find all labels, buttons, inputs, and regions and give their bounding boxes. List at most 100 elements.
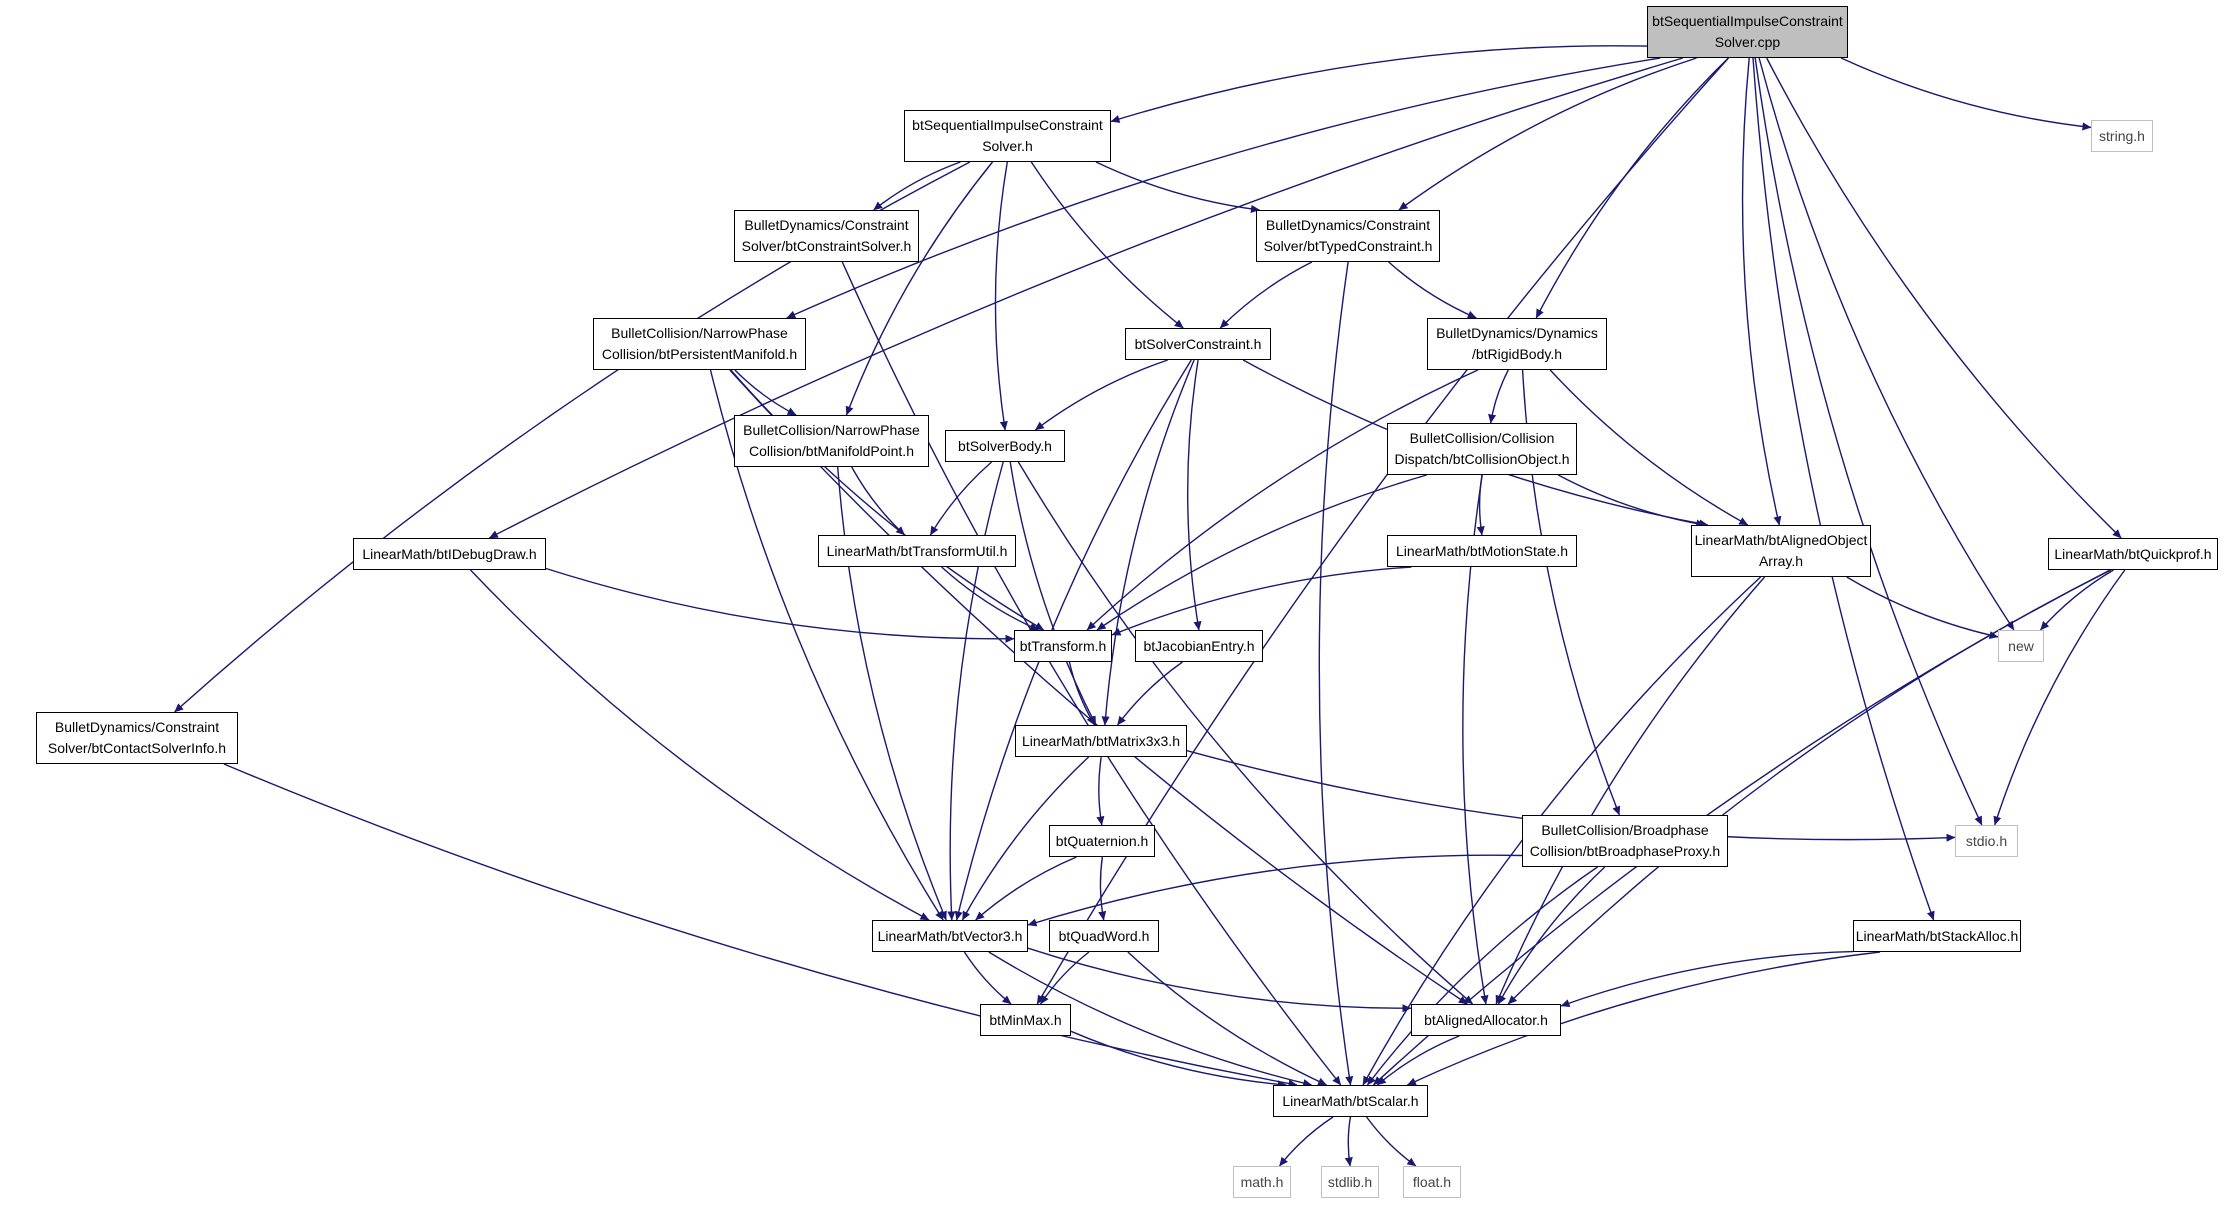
edge-si-h-to-solver-constraint-h xyxy=(1030,161,1184,329)
node-label: LinearMath/btIDebugDraw.h xyxy=(362,545,537,562)
edge-constraint-solver-h-to-scalar-h xyxy=(841,261,1342,1086)
edge-aligned-allocator-h-to-scalar-h xyxy=(1376,1035,1460,1086)
node-label: btMinMax.h xyxy=(989,1011,1062,1028)
node-collision-object-h[interactable]: BulletCollision/Collision Dispatch/btCol… xyxy=(1387,423,1577,475)
node-label: BulletCollision/Collision Dispatch/btCol… xyxy=(1394,430,1570,467)
edge-motion-state-h-to-transform-h xyxy=(1111,566,1412,636)
edge-solver-constraint-h-to-jacobian-h xyxy=(1187,359,1202,631)
node-broadphase-proxy-h[interactable]: BulletCollision/Broadphase Collision/btB… xyxy=(1522,815,1728,867)
node-stack-alloc-h[interactable]: LinearMath/btStackAlloc.h xyxy=(1853,920,2021,952)
node-label: BulletDynamics/Constraint Solver/btTyped… xyxy=(1263,217,1433,254)
edge-si-h-to-typed-constraint-h xyxy=(1095,161,1260,213)
edge-si-h-to-constraint-solver-h xyxy=(873,161,961,211)
node-label: math.h xyxy=(1240,1173,1284,1190)
edge-main-cpp-to-string-h xyxy=(1840,57,2092,131)
edge-broadphase-proxy-h-to-vector3-h xyxy=(1027,854,1523,927)
node-string-h: string.h xyxy=(2091,120,2153,152)
node-idebug-draw-h[interactable]: LinearMath/btIDebugDraw.h xyxy=(353,538,546,570)
node-label: btSequentialImpulseConstraint Solver.h xyxy=(912,117,1103,154)
node-label: LinearMath/btScalar.h xyxy=(1282,1092,1419,1109)
edge-aligned-array-h-to-aligned-allocator-h xyxy=(1495,576,1766,1005)
edge-persistent-manifold-h-to-vector3-h xyxy=(709,369,944,921)
edge-persistent-manifold-h-to-manifold-point-h xyxy=(734,369,797,416)
node-label: btSolverBody.h xyxy=(958,437,1052,454)
edge-collision-object-h-to-aligned-array-h xyxy=(1557,474,1706,528)
node-minmax-h[interactable]: btMinMax.h xyxy=(980,1004,1071,1036)
edge-main-cpp-to-stdio-h xyxy=(1754,57,1983,826)
edge-rigid-body-h-to-collision-object-h xyxy=(1488,369,1509,424)
edge-matrix3x3-h-to-quaternion-h xyxy=(1096,756,1105,826)
node-label: BulletCollision/NarrowPhase Collision/bt… xyxy=(601,325,798,362)
edge-broadphase-proxy-h-to-aligned-allocator-h xyxy=(1497,866,1606,1005)
edge-typed-constraint-h-to-solver-constraint-h xyxy=(1219,261,1313,329)
edge-persistent-manifold-h-to-transform-h xyxy=(730,369,1045,631)
node-label: BulletDynamics/Constraint Solver/btConst… xyxy=(741,217,912,254)
edge-typed-constraint-h-to-scalar-h xyxy=(1318,261,1354,1086)
node-persistent-manifold-h[interactable]: BulletCollision/NarrowPhase Collision/bt… xyxy=(593,318,806,370)
node-label: BulletDynamics/Dynamics /btRigidBody.h xyxy=(1436,325,1598,362)
node-si-h[interactable]: btSequentialImpulseConstraint Solver.h xyxy=(904,110,1111,162)
edge-solver-body-h-to-matrix3x3-h xyxy=(1009,461,1097,726)
node-quadword-h[interactable]: btQuadWord.h xyxy=(1049,920,1159,952)
node-stdio-h: stdio.h xyxy=(1955,825,2018,857)
node-stdlib-h: stdlib.h xyxy=(1321,1166,1379,1198)
edge-solver-constraint-h-to-solver-body-h xyxy=(1034,359,1168,431)
node-typed-constraint-h[interactable]: BulletDynamics/Constraint Solver/btTyped… xyxy=(1256,210,1440,262)
node-contact-info-h[interactable]: BulletDynamics/Constraint Solver/btConta… xyxy=(36,712,238,764)
node-label: btTransform.h xyxy=(1019,637,1107,654)
edge-quadword-h-to-scalar-h xyxy=(1127,951,1328,1086)
edge-quickprof-h-to-new-h xyxy=(2039,569,2114,631)
edge-manifold-point-h-to-vector3-h xyxy=(837,466,947,921)
edge-idebug-draw-h-to-vector3-h xyxy=(469,569,930,921)
node-motion-state-h[interactable]: LinearMath/btMotionState.h xyxy=(1387,535,1577,567)
node-label: LinearMath/btQuickprof.h xyxy=(2054,545,2212,562)
edge-scalar-h-to-float-h xyxy=(1366,1116,1417,1167)
node-label: BulletDynamics/Constraint Solver/btConta… xyxy=(47,719,227,756)
node-new-h: new xyxy=(1998,630,2044,662)
edge-main-cpp-to-si-h xyxy=(1110,45,1648,123)
node-main-cpp[interactable]: btSequentialImpulseConstraint Solver.cpp xyxy=(1647,6,1848,58)
edge-transform-h-to-matrix3x3-h xyxy=(1068,661,1096,726)
edge-persistent-manifold-h-to-aligned-allocator-h xyxy=(729,369,1468,1005)
node-label: btJacobianEntry.h xyxy=(1143,637,1255,654)
node-transform-util-h[interactable]: LinearMath/btTransformUtil.h xyxy=(818,535,1016,567)
node-label: LinearMath/btAlignedObject Array.h xyxy=(1694,532,1868,569)
node-manifold-point-h[interactable]: BulletCollision/NarrowPhase Collision/bt… xyxy=(734,415,929,467)
node-label: new xyxy=(2008,637,2034,654)
node-constraint-solver-h[interactable]: BulletDynamics/Constraint Solver/btConst… xyxy=(734,210,919,262)
edge-rigid-body-h-to-aligned-array-h xyxy=(1549,369,1749,526)
edge-main-cpp-to-persistent-manifold-h xyxy=(786,57,1661,319)
node-scalar-h[interactable]: LinearMath/btScalar.h xyxy=(1273,1085,1428,1117)
node-label: BulletCollision/NarrowPhase Collision/bt… xyxy=(743,422,920,459)
node-label: stdlib.h xyxy=(1327,1173,1373,1190)
node-matrix3x3-h[interactable]: LinearMath/btMatrix3x3.h xyxy=(1015,725,1187,757)
edge-main-cpp-to-aligned-array-h xyxy=(1741,57,1782,526)
edge-typed-constraint-h-to-rigid-body-h xyxy=(1388,261,1477,319)
edge-solver-body-h-to-transform-util-h xyxy=(929,461,993,536)
node-vector3-h[interactable]: LinearMath/btVector3.h xyxy=(872,920,1028,952)
edge-si-h-to-manifold-point-h xyxy=(845,161,994,416)
edge-vector3-h-to-minmax-h xyxy=(963,951,1012,1005)
node-transform-h[interactable]: btTransform.h xyxy=(1014,630,1112,662)
node-label: btQuaternion.h xyxy=(1055,832,1149,849)
node-jacobian-h[interactable]: btJacobianEntry.h xyxy=(1135,630,1263,662)
node-label: BulletCollision/Broadphase Collision/btB… xyxy=(1529,822,1721,859)
node-label: LinearMath/btTransformUtil.h xyxy=(826,542,1008,559)
node-label: btAlignedAllocator.h xyxy=(1424,1011,1548,1028)
edge-quickprof-h-to-stdio-h xyxy=(1993,569,2126,826)
node-solver-body-h[interactable]: btSolverBody.h xyxy=(945,430,1065,462)
edge-scalar-h-to-math-h xyxy=(1278,1116,1334,1167)
node-quickprof-h[interactable]: LinearMath/btQuickprof.h xyxy=(2048,538,2218,570)
node-aligned-allocator-h[interactable]: btAlignedAllocator.h xyxy=(1411,1004,1561,1036)
node-aligned-array-h[interactable]: LinearMath/btAlignedObject Array.h xyxy=(1691,525,1871,577)
edge-main-cpp-to-typed-constraint-h xyxy=(1398,57,1697,211)
node-label: btSequentialImpulseConstraint Solver.cpp xyxy=(1652,13,1843,50)
node-label: LinearMath/btStackAlloc.h xyxy=(1855,927,2019,944)
edge-transform-util-h-to-transform-h xyxy=(941,566,1039,631)
node-quaternion-h[interactable]: btQuaternion.h xyxy=(1049,825,1155,857)
node-rigid-body-h[interactable]: BulletDynamics/Dynamics /btRigidBody.h xyxy=(1427,318,1607,370)
node-solver-constraint-h[interactable]: btSolverConstraint.h xyxy=(1125,328,1271,360)
edge-solver-constraint-h-to-matrix3x3-h xyxy=(1101,359,1195,726)
